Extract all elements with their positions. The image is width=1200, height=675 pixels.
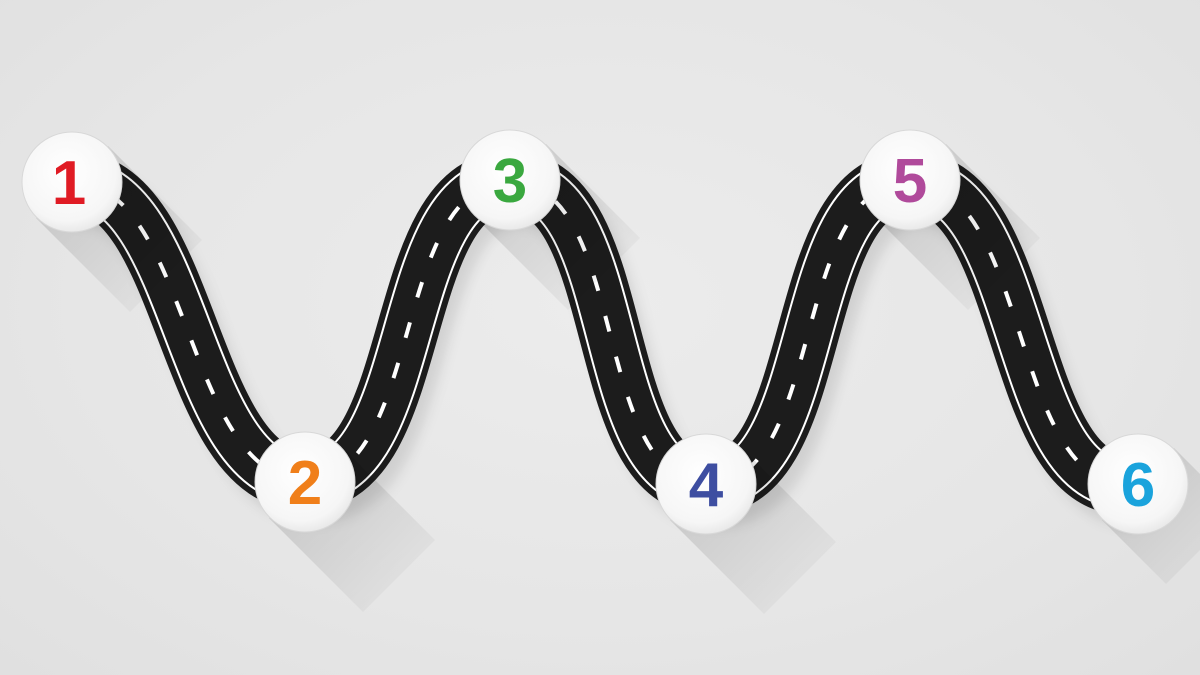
marker-circle — [1087, 433, 1189, 535]
step-number-4: 4 — [689, 451, 724, 520]
step-number-1: 1 — [52, 149, 86, 218]
step-marker-6: 6 — [1087, 433, 1200, 584]
step-marker-5: 5 — [859, 129, 1040, 310]
step-number-2: 2 — [288, 449, 322, 518]
step-marker-3: 3 — [459, 129, 640, 310]
step-number-3: 3 — [493, 147, 527, 216]
marker-circle — [859, 129, 961, 231]
step-number-6: 6 — [1121, 451, 1155, 520]
marker-circle — [655, 433, 757, 535]
step-marker-2: 2 — [254, 431, 435, 612]
step-number-5: 5 — [893, 147, 927, 216]
marker-circle — [254, 431, 356, 533]
step-marker-1: 1 — [21, 131, 202, 312]
marker-circle — [459, 129, 561, 231]
step-marker-4: 4 — [655, 433, 836, 614]
marker-circle — [21, 131, 123, 233]
